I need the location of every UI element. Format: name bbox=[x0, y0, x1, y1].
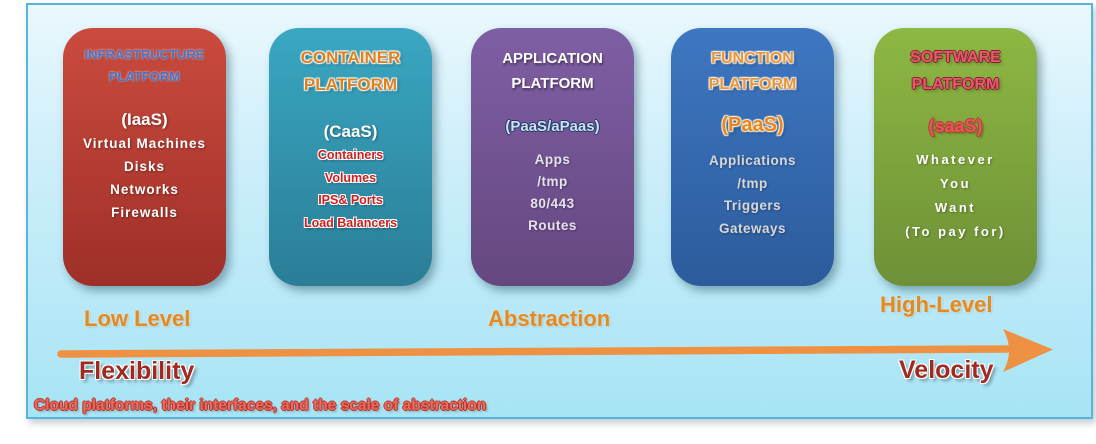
card-title-line: SOFTWARE bbox=[910, 49, 1001, 66]
card-item: Whatever bbox=[916, 152, 995, 167]
card-item: IPS& Ports bbox=[318, 193, 383, 207]
card-item: 80/443 bbox=[530, 196, 575, 211]
card-items: Containers Volumes IPS& Ports Load Balan… bbox=[269, 144, 432, 234]
card-software-platform: SOFTWARE PLATFORM (saaS) Whatever You Wa… bbox=[874, 28, 1037, 286]
card-item: Applications bbox=[708, 153, 796, 168]
card-title-line: PLATFORM bbox=[108, 69, 181, 84]
card-item: Triggers bbox=[723, 198, 782, 213]
card-subtitle: (CaaS) bbox=[323, 122, 378, 141]
card-item: /tmp bbox=[537, 174, 568, 189]
high-level-label: High-Level bbox=[880, 292, 993, 317]
card-item: Containers bbox=[317, 148, 384, 162]
card-item: (To pay for) bbox=[905, 224, 1006, 239]
velocity-label: Velocity bbox=[899, 356, 994, 384]
card-item: Load Balancers bbox=[303, 215, 398, 230]
card-title: CONTAINER PLATFORM bbox=[269, 44, 432, 98]
card-items: Apps /tmp 80/443 Routes bbox=[471, 149, 634, 237]
card-item: /tmp bbox=[737, 175, 768, 191]
card-subtitle: (IaaS) bbox=[121, 110, 168, 129]
card-subtitle: (saaS) bbox=[928, 116, 983, 136]
card-title-line: PLATFORM bbox=[303, 75, 398, 94]
card-title-line: PLATFORM bbox=[708, 76, 797, 93]
abstraction-label: Abstraction bbox=[488, 306, 611, 331]
card-items: Whatever You Want (To pay for) bbox=[874, 148, 1037, 244]
card-item: Routes bbox=[528, 218, 577, 233]
flexibility-label: Flexibility bbox=[79, 357, 195, 385]
card-item: Virtual Machines bbox=[82, 136, 207, 151]
card-title: SOFTWARE PLATFORM bbox=[874, 44, 1037, 98]
card-title-line: INFRASTRUCTURE bbox=[84, 47, 205, 62]
card-subtitle: (PaaS/aPaas) bbox=[505, 118, 600, 135]
card-subtitle: (PaaS) bbox=[721, 114, 784, 136]
card-title: FUNCTION PLATFORM bbox=[671, 46, 834, 98]
card-container-platform: CONTAINER PLATFORM (CaaS) Containers Vol… bbox=[269, 28, 432, 286]
card-title-line: FUNCTION bbox=[711, 50, 794, 67]
card-item: Volumes bbox=[324, 170, 377, 185]
card-items: Applications /tmp Triggers Gateways bbox=[671, 150, 834, 240]
card-item: Firewalls bbox=[111, 205, 178, 220]
card-title-line: APPLICATION bbox=[502, 50, 603, 67]
card-title-line: PLATFORM bbox=[911, 76, 1000, 93]
card-title: INFRASTRUCTURE PLATFORM bbox=[63, 44, 226, 88]
card-title-line: CONTAINER bbox=[300, 48, 401, 67]
card-title: APPLICATION PLATFORM bbox=[471, 46, 634, 96]
figure-caption: Cloud platforms, their interfaces, and t… bbox=[34, 397, 487, 414]
card-item: Apps bbox=[534, 152, 571, 167]
low-level-label: Low Level bbox=[84, 306, 191, 331]
card-item: Disks bbox=[123, 159, 166, 174]
abstraction-arrow-icon bbox=[57, 329, 1053, 372]
card-item: Gateways bbox=[718, 220, 787, 236]
card-infrastructure-platform: INFRASTRUCTURE PLATFORM (IaaS) Virtual M… bbox=[63, 28, 226, 286]
card-function-platform: FUNCTION PLATFORM (PaaS) Applications /t… bbox=[671, 28, 834, 286]
card-items: Virtual Machines Disks Networks Firewall… bbox=[63, 132, 226, 224]
card-item: You bbox=[939, 176, 972, 191]
card-item: Networks bbox=[110, 182, 179, 197]
card-title-line: PLATFORM bbox=[511, 75, 594, 92]
card-item: Want bbox=[934, 200, 977, 215]
card-application-platform: APPLICATION PLATFORM (PaaS/aPaas) Apps /… bbox=[471, 28, 634, 286]
